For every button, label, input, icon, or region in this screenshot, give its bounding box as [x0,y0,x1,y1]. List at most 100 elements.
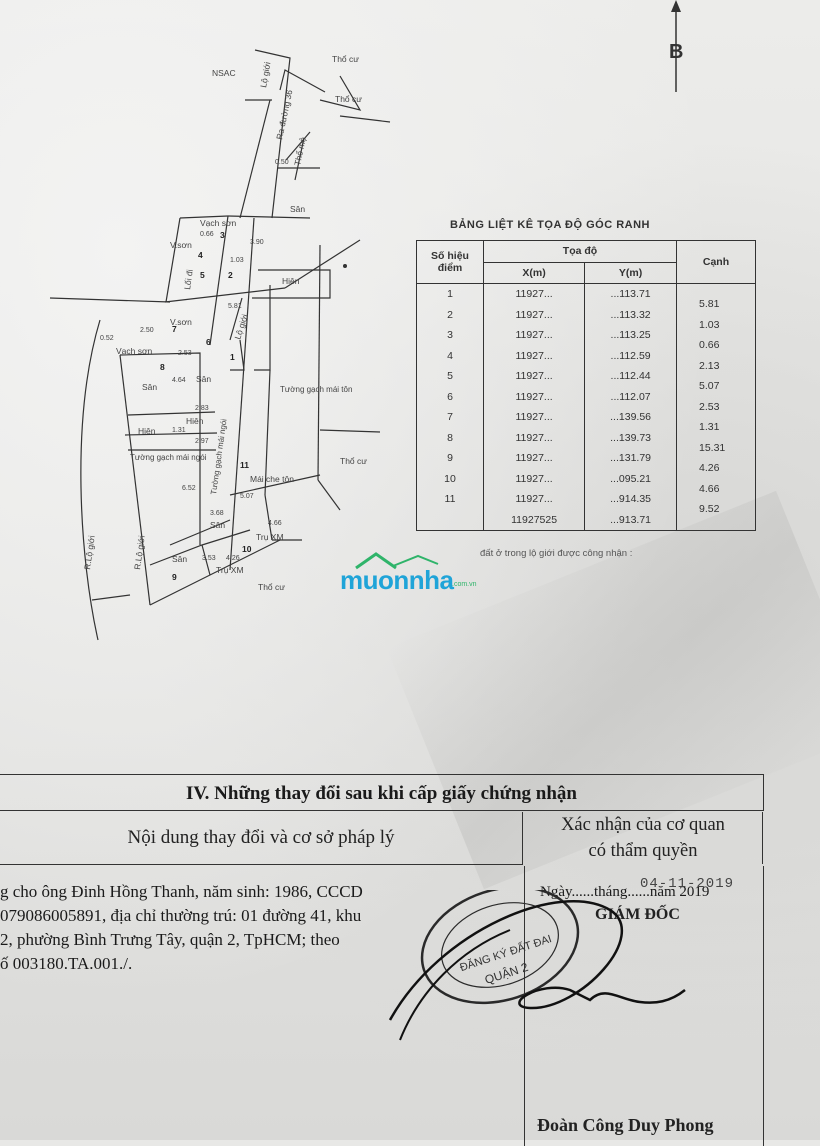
coord-cell-point: 10 [416,468,484,489]
coord-cell-x: 11927... [482,468,586,489]
coord-cell-y: ...913.71 [584,509,677,531]
map-label-lo-gioi-mid: Lộ giới [232,313,250,341]
watermark-house-icon [355,552,439,570]
coord-cell-y: ...113.25 [584,325,677,346]
coord-cell-y: ...113.32 [584,304,677,325]
confirmation-date: Ngày......tháng......năm 2019 [540,884,710,900]
coord-cell-point: 2 [416,304,484,325]
change-content: g cho ông Đinh Hồng Thanh, năm sinh: 198… [0,880,522,976]
map-dim: 2.83 [195,405,209,412]
edge-length: 5.81 [699,298,720,311]
map-point: 5 [200,270,205,280]
coord-cell-x: 11927... [482,407,586,428]
coord-cell-y: ...139.73 [584,427,677,448]
section-iv-frame [0,774,763,1145]
map-label-tru-xm-1: Trụ XM [256,532,284,542]
coord-cell-y: ...914.35 [584,489,677,510]
map-label-v-son-1: V.sơn [170,240,192,250]
coord-cell-y: ...131.79 [584,448,677,469]
map-dim: 5.81 [228,303,242,310]
coord-cell-point: 5 [416,366,484,387]
coord-cell-x: 11927... [482,489,586,510]
right-header-line-1: Xác nhận của cơ quan [561,815,725,835]
date-stamp: 04-11-2019 [640,876,735,892]
coord-cell-y: ...112.44 [584,366,677,387]
coord-cell-y: ...139.56 [584,407,677,428]
map-label-rlg-1: R.Lộ giới [82,535,97,571]
map-point: 7 [172,324,177,334]
map-point: 3 [220,230,225,240]
coord-header-y: Y(m) [584,261,677,284]
map-label-tuong-gach-mai-ngoi-1: Tường gạch mái ngói [130,453,207,462]
map-dim: 3.90 [250,239,264,246]
map-point: 8 [160,362,165,372]
coord-cell-edge: 2.53 [676,386,756,413]
map-point: 1 [230,352,235,362]
map-point: 9 [172,572,177,582]
coord-cell-point: 7 [416,407,484,428]
map-dim: 4.64 [172,377,186,384]
coord-cell-x: 11927... [482,325,586,346]
map-label-tru-xm-2: Trụ XM [216,565,244,575]
map-dim: 1.31 [172,427,186,434]
map-dim: 2.50 [140,327,154,334]
change-content-line: g cho ông Đinh Hồng Thanh, năm sinh: 198… [0,882,363,901]
coord-cell-point: 1 [416,283,484,305]
map-label-tho-cu-1: Thổ cư [332,54,359,64]
edge-length: 4.26 [699,462,720,475]
map-dim: 1.03 [230,257,244,264]
watermark-text: muonnha [340,565,454,595]
coord-row: 11927525...913.71 [416,509,756,531]
coord-header-edge: Cạnh [676,240,756,284]
coord-cell-edge: 15.31 [676,427,756,454]
change-content-line: 2, phường Bình Trưng Tây, quận 2, TpHCM;… [0,930,340,949]
map-dim: 6.52 [182,485,196,492]
map-label-tho-cu-4: Thổ cư [258,582,285,592]
map-label-tuong-gach-mai-ton: Tường gạch mái tôn [280,385,352,394]
change-content-line: ố 003180.TA.001./. [0,954,133,973]
coord-table-note: đất ở trong lộ giới được công nhận : [480,548,633,559]
edge-length: 1.03 [699,318,720,331]
coord-cell-y: ...112.07 [584,386,677,407]
coord-cell-edge [676,509,756,531]
map-dim: 3.68 [210,510,224,517]
map-dim: 2.97 [195,438,209,445]
coord-cell-y: ...113.71 [584,283,677,305]
edge-length: 4.66 [699,482,720,495]
section-iv-title: IV. Những thay đổi sau khi cấp giấy chứn… [0,774,764,811]
map-label-vach-son-1: Vạch sơn [200,218,237,228]
coord-cell-edge: 1.31 [676,407,756,433]
map-label-san-1: Sân [290,204,305,214]
coord-cell-point: 9 [416,448,484,469]
map-label-san-2: Sân [142,382,157,392]
north-label: B [669,41,683,63]
coord-cell-point: 8 [416,427,484,448]
map-dim: 3.53 [202,555,216,562]
map-point: 11 [240,460,249,470]
coord-cell-edge: 5.81 [676,283,756,310]
section-iv-left-header: Nội dung thay đổi và cơ sở pháp lý [0,812,523,865]
map-label-hien-1: Hiên [282,276,300,286]
coord-cell-point: 11 [416,489,484,510]
coord-header-point: Số hiệu điểm [416,240,484,284]
map-dim: 5.07 [240,493,254,500]
coord-cell-x: 11927525 [482,509,586,531]
map-label-tho-mo: Thổ mộ [292,136,308,167]
map-label-hien-2: Hiên [186,416,204,426]
coord-cell-edge: 9.52 [676,489,756,515]
coord-cell-x: 11927... [482,366,586,387]
map-label-san-5: Sân [172,554,187,564]
coord-cell-x: 11927... [482,386,586,407]
right-header-line-2: có thẩm quyền [588,841,698,861]
coord-cell-edge: 2.13 [676,345,756,372]
map-dim: 2.53 [178,350,192,357]
map-label-tuong-gach-mai-ngoi-2: Tường gạch mái ngói [209,418,229,495]
map-label-tho-cu-3: Thổ cư [340,456,367,466]
